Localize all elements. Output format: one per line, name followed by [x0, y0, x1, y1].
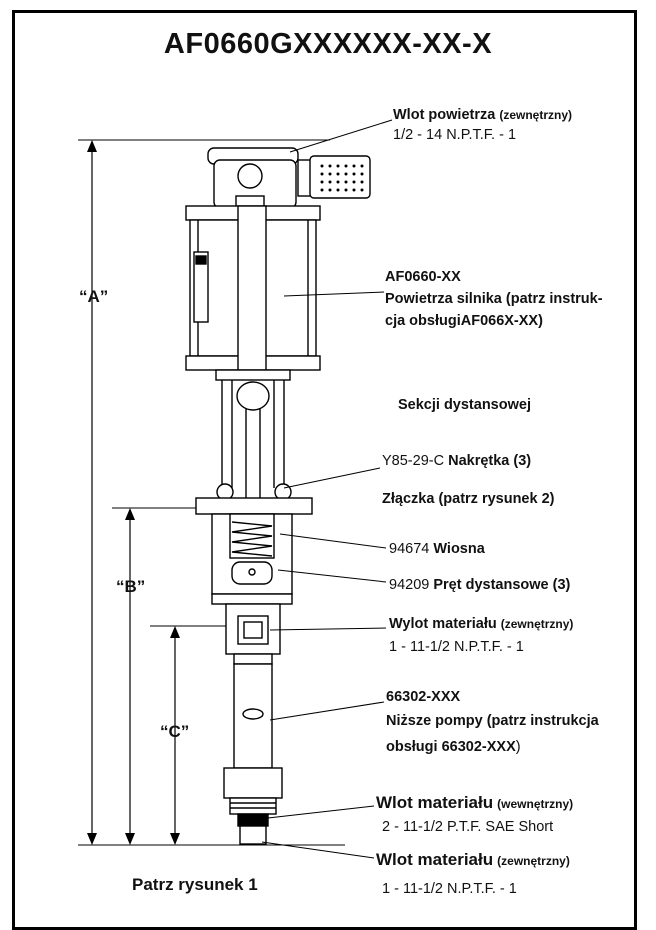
material-inlet-external-spec: 1 - 11-1/2 N.P.T.F. - 1	[382, 881, 517, 897]
lower-pump	[223, 663, 283, 845]
lower-pump-part-number: 66302-XXX	[386, 689, 461, 705]
leader-lines	[261, 119, 393, 859]
air-valve	[207, 147, 371, 211]
pump-drawing	[78, 119, 393, 859]
muffler-dots	[320, 164, 364, 192]
material-outlet-spec: 1 - 11-1/2 N.P.T.F. - 1	[389, 639, 524, 655]
material-inlet-external-label: Wlot materiału (zewnętrzny)	[376, 850, 570, 869]
motor-part-number: AF0660-XX	[385, 269, 461, 285]
lower-pump-desc-line1: Niższe pompy (patrz instrukcja	[386, 713, 599, 729]
coupler-label: Złączka (patrz rysunek 2)	[382, 491, 555, 507]
nut-label: Y85-29-C Nakrętka (3)	[382, 453, 532, 469]
spring-label: 94674 Wiosna	[389, 541, 485, 557]
air-inlet-spec: 1/2 - 14 N.P.T.F. - 1	[393, 127, 517, 143]
arrow-heads	[87, 140, 180, 845]
material-inlet-internal-spec: 2 - 11-1/2 P.T.F. SAE Short	[382, 819, 554, 835]
motor-desc-line2: cja obsługiAF066X-XX)	[385, 313, 543, 329]
page-title: AF0660GXXXXXX-XX-X	[163, 28, 493, 60]
motor-desc-line1: Powietrza silnika (patrz instruk-	[385, 291, 603, 307]
material-inlet-internal-label: Wlot materiału (wewnętrzny)	[376, 793, 574, 812]
figure-caption: Patrz rysunek 1	[132, 875, 258, 894]
spring-housing	[211, 513, 293, 605]
air-inlet-label: Wlot powietrza (zewnętrzny)	[393, 107, 573, 123]
rod-label: 94209 Pręt dystansowe (3)	[389, 577, 571, 593]
spacer-section-label: Sekcji dystansowej	[398, 397, 531, 413]
material-outlet-label: Wylot materiału (zewnętrzny)	[389, 616, 574, 632]
dimension-c-label: “C”	[160, 722, 190, 741]
dimension-b-label: “B”	[116, 577, 146, 596]
spacer-section	[195, 369, 313, 515]
lower-pump-desc-line2: obsługi 66302-XXX)	[386, 739, 521, 755]
air-motor	[185, 205, 321, 371]
material-outlet	[225, 603, 281, 665]
dimension-a-label: “A”	[79, 287, 109, 306]
dimension-arrows	[91, 146, 176, 839]
